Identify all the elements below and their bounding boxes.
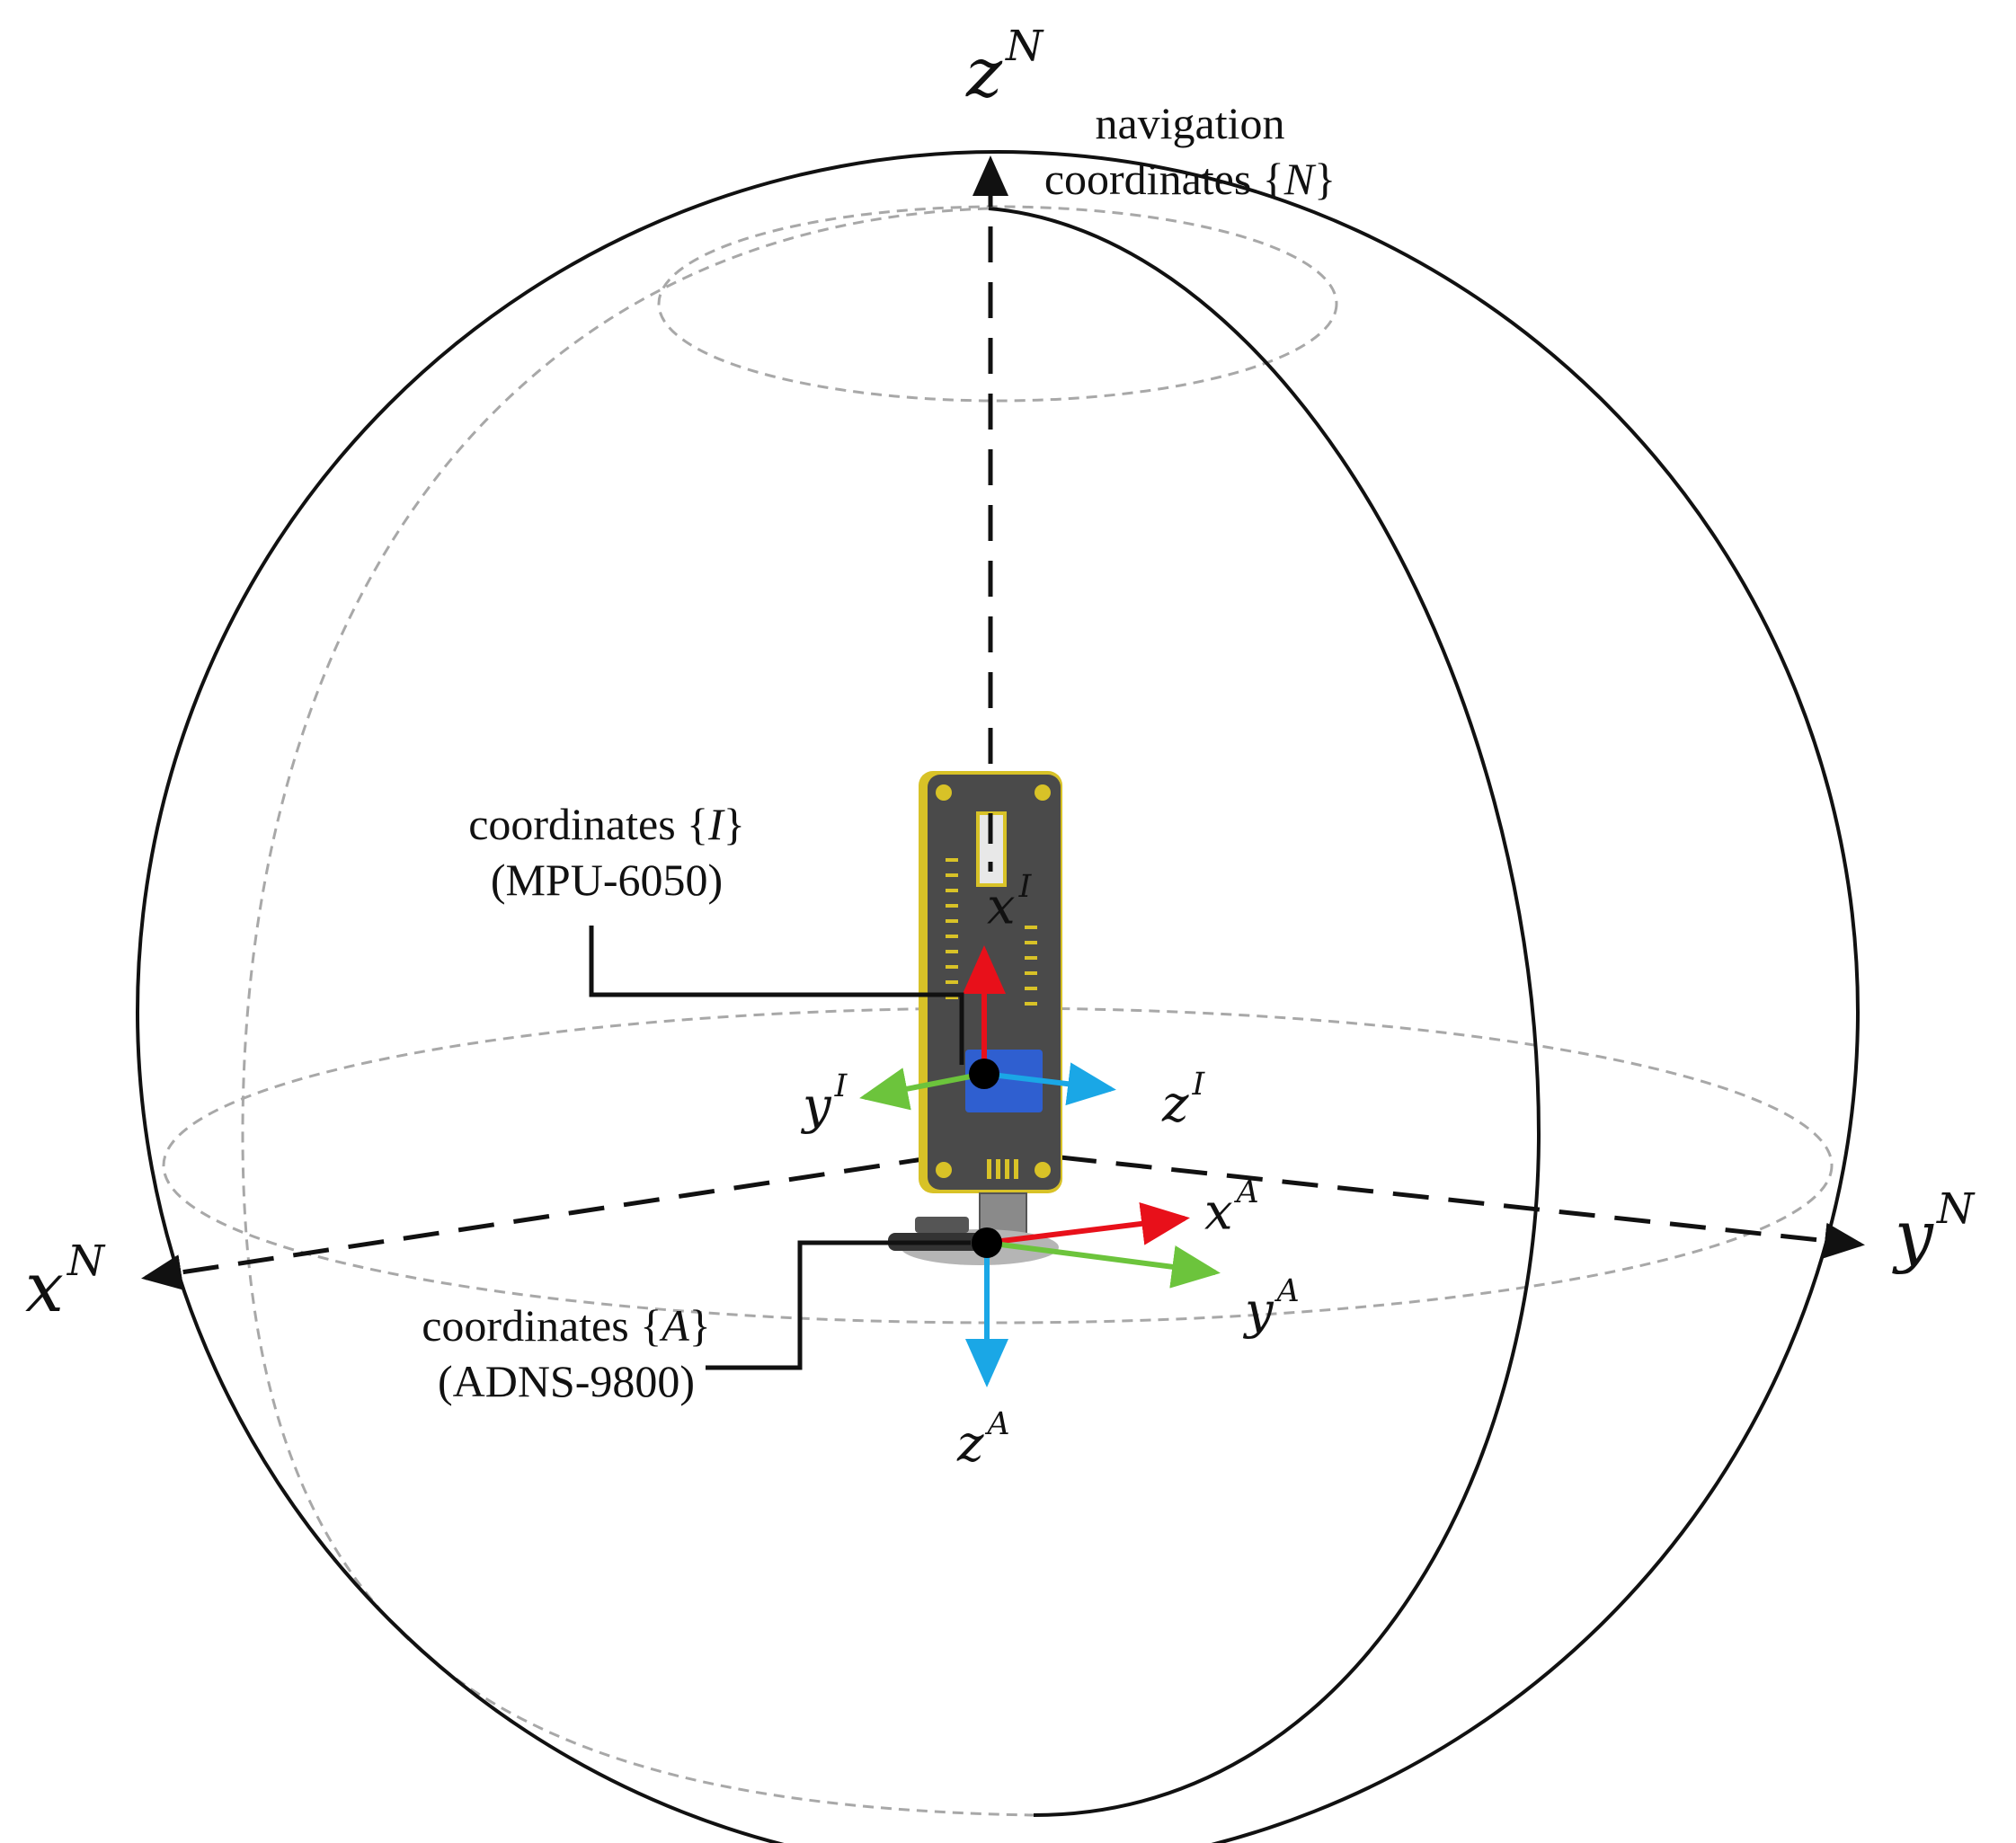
- zN-label: zN: [966, 25, 1043, 107]
- yN-sup: N: [1936, 1184, 1975, 1234]
- adns-leader-line: [706, 1240, 971, 1370]
- zI-sup: I: [1192, 1067, 1205, 1103]
- xN-label: xN: [25, 1240, 104, 1322]
- xN-sup: N: [67, 1236, 105, 1286]
- sphere-outline: [136, 150, 1860, 1843]
- optical-label-var: A: [662, 1300, 689, 1351]
- zA-sup: A: [987, 1406, 1010, 1442]
- navigation-coordinates-label: navigation coordinates {N}: [1010, 101, 1370, 201]
- imu-coordinates-label: coordinates {I} (MPU-6050): [418, 802, 795, 902]
- back-meridian: [241, 207, 1035, 1817]
- imu-label-var: I: [708, 799, 724, 849]
- adns-origin: [972, 1227, 1002, 1258]
- imu-label-suffix: }: [723, 799, 745, 849]
- xN-base: x: [25, 1247, 64, 1328]
- imu-label-line1: coordinates {I}: [418, 802, 795, 846]
- optical-label-prefix: coordinates {: [422, 1300, 662, 1351]
- yI-base: y: [803, 1077, 831, 1136]
- imu-label-prefix: coordinates {: [468, 799, 709, 849]
- imu-origin: [969, 1059, 999, 1089]
- imu-leader-line: [589, 926, 964, 1065]
- yN-label: yN: [1895, 1188, 1974, 1270]
- zI-arrow: [983, 1062, 1116, 1106]
- navigation-label-line1: navigation: [1095, 98, 1285, 148]
- zN-base: z: [966, 32, 1003, 113]
- front-meridian: [988, 207, 1541, 1817]
- optical-label-suffix: }: [688, 1300, 711, 1351]
- xA-base: x: [1204, 1183, 1233, 1242]
- xN-axis: [141, 1155, 936, 1290]
- optical-label-line2: (ADNS-9800): [437, 1356, 696, 1406]
- navigation-label-prefix: coordinates {: [1044, 154, 1284, 204]
- zI-base: z: [1162, 1075, 1189, 1134]
- navigation-label-line2: coordinates {N}: [1010, 156, 1370, 201]
- yN-axis: [1060, 1155, 1865, 1259]
- optical-label-line1: coordinates {A}: [377, 1303, 755, 1348]
- yI-sup: I: [834, 1068, 848, 1104]
- adns9800-sensor: [888, 1192, 1059, 1265]
- yN-base: y: [1895, 1195, 1933, 1276]
- navigation-label-suffix: }: [1314, 154, 1337, 204]
- top-latitude-circle: [657, 205, 1338, 403]
- xA-arrow: [986, 1202, 1190, 1245]
- xA-sup: A: [1236, 1174, 1259, 1210]
- yI-arrow: [859, 1068, 985, 1111]
- xI-sup: I: [1018, 869, 1032, 905]
- zN-sup: N: [1006, 22, 1044, 71]
- yA-arrow: [986, 1240, 1221, 1289]
- navigation-label-var: N: [1283, 154, 1315, 204]
- optical-coordinates-label: coordinates {A} (ADNS-9800): [377, 1303, 755, 1404]
- zA-base: z: [957, 1414, 984, 1474]
- imu-label-line2: (MPU-6050): [490, 855, 724, 905]
- xI-base: x: [987, 877, 1016, 936]
- yA-sup: A: [1276, 1273, 1300, 1309]
- yA-base: y: [1245, 1281, 1274, 1341]
